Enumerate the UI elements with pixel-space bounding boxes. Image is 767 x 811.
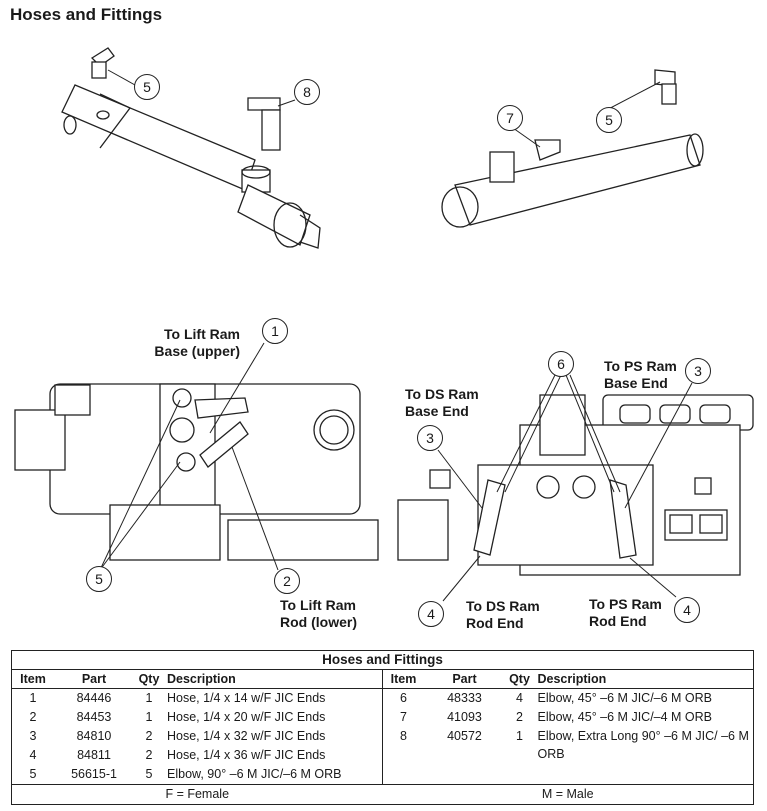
pump-unit-right: [397, 394, 754, 576]
col-description: Description: [164, 670, 382, 689]
label-lift-rod: To Lift Ram Rod (lower): [280, 597, 357, 630]
table-row: 1 84446 1 Hose, 1/4 x 14 w/F JIC Ends: [12, 689, 382, 709]
cell-item: 6: [400, 691, 407, 705]
cell-part: 40572: [447, 729, 482, 743]
cell-part: 84446: [76, 691, 112, 705]
cell-description: Hose, 1/4 x 32 w/F JIC Ends: [167, 729, 326, 743]
label-ds-base: To DS Ram Base End: [405, 386, 479, 419]
callout-3-right: 3: [685, 358, 711, 384]
pump-unit-left: [14, 383, 379, 561]
callout-2: 2: [274, 568, 300, 594]
cell-description: Elbow, 45° –6 M JIC/–4 M ORB: [537, 710, 713, 724]
cell-qty: 4: [516, 691, 523, 705]
cell-qty: 1: [516, 729, 523, 743]
cell-description: Hose, 1/4 x 36 w/F JIC Ends: [167, 748, 326, 762]
cell-item: 2: [29, 710, 37, 724]
parts-table: Hoses and Fittings Item Part Qty Descrip…: [11, 650, 754, 805]
footer-female: F = Female: [165, 787, 230, 801]
cell-description: Elbow, 45° –6 M JIC/–6 M ORB: [537, 691, 713, 705]
label-ps-base: To PS Ram Base End: [604, 358, 677, 391]
col-part: Part: [54, 670, 134, 689]
table-row: 4 84811 2 Hose, 1/4 x 36 w/F JIC Ends: [12, 746, 382, 765]
callout-6: 6: [548, 351, 574, 377]
cylinder-left: [61, 84, 321, 249]
footer-male: M = Male: [541, 787, 594, 801]
callout-3-left: 3: [417, 425, 443, 451]
col-qty: Qty: [134, 670, 164, 689]
label-lift-base: To Lift Ram Base (upper): [154, 326, 240, 359]
cell-qty: 5: [145, 767, 153, 781]
cell-item: 1: [29, 691, 37, 705]
table-row: 3 84810 2 Hose, 1/4 x 32 w/F JIC Ends: [12, 727, 382, 746]
cell-qty: 2: [145, 729, 153, 743]
callout-8: 8: [294, 79, 320, 105]
col-description: Description: [534, 670, 753, 689]
cell-part: 84810: [76, 729, 112, 743]
cell-item: 3: [29, 729, 37, 743]
page-title: Hoses and Fittings: [10, 5, 163, 24]
table-row: 8 40572 1 Elbow, Extra Long 90° –6 M JIC/ –…: [383, 727, 754, 763]
cell-qty: 2: [516, 710, 523, 724]
table-row: 2 84453 1 Hose, 1/4 x 20 w/F JIC Ends: [12, 708, 382, 727]
callout-5-bottom: 5: [86, 566, 112, 592]
cell-part: 41093: [447, 710, 482, 724]
callout-5-topright: 5: [596, 107, 622, 133]
cell-qty: 1: [145, 710, 153, 724]
table-row: 7 41093 2 Elbow, 45° –6 M JIC/–4 M ORB: [383, 708, 754, 727]
cell-part: 84811: [77, 748, 111, 762]
cell-part: 84453: [76, 710, 112, 724]
cell-qty: 2: [145, 748, 153, 762]
cell-item: 7: [400, 710, 407, 724]
cell-description: Elbow, 90° –6 M JIC/–6 M ORB: [167, 767, 342, 781]
hose-diagram: [14, 47, 754, 602]
callout-7: 7: [497, 105, 523, 131]
col-item: Item: [12, 670, 54, 689]
callout-4-right: 4: [674, 597, 700, 623]
cell-description: Hose, 1/4 x 14 w/F JIC Ends: [167, 691, 326, 705]
callout-4-left: 4: [418, 601, 444, 627]
cell-part: 48333: [447, 691, 482, 705]
cell-description: Elbow, Extra Long 90° –6 M JIC/ –6 M ORB: [537, 729, 749, 761]
leader-lines: [99, 69, 693, 602]
elbow-8: [247, 97, 281, 151]
cell-item: 5: [29, 767, 37, 781]
col-qty: Qty: [504, 670, 535, 689]
cell-description: Hose, 1/4 x 20 w/F JIC Ends: [167, 710, 326, 724]
callout-1: 1: [262, 318, 288, 344]
cell-item: 4: [29, 748, 37, 762]
cell-part: 56615-1: [71, 767, 117, 781]
label-ds-rod: To DS Ram Rod End: [466, 598, 540, 631]
col-item: Item: [382, 670, 425, 689]
col-part: Part: [424, 670, 505, 689]
label-ps-rod: To PS Ram Rod End: [589, 596, 662, 629]
cylinder-right: [441, 133, 704, 228]
callout-5-topleft: 5: [134, 74, 160, 100]
table-title: Hoses and Fittings: [12, 651, 753, 670]
elbow-left: [90, 47, 115, 79]
elbow-right: [654, 69, 677, 105]
table-row: 5 56615-1 5 Elbow, 90° –6 M JIC/–6 M ORB: [12, 765, 382, 784]
cell-item: 8: [400, 729, 407, 743]
cell-qty: 1: [145, 691, 153, 705]
table-row: 6 48333 4 Elbow, 45° –6 M JIC/–6 M ORB: [383, 689, 754, 709]
